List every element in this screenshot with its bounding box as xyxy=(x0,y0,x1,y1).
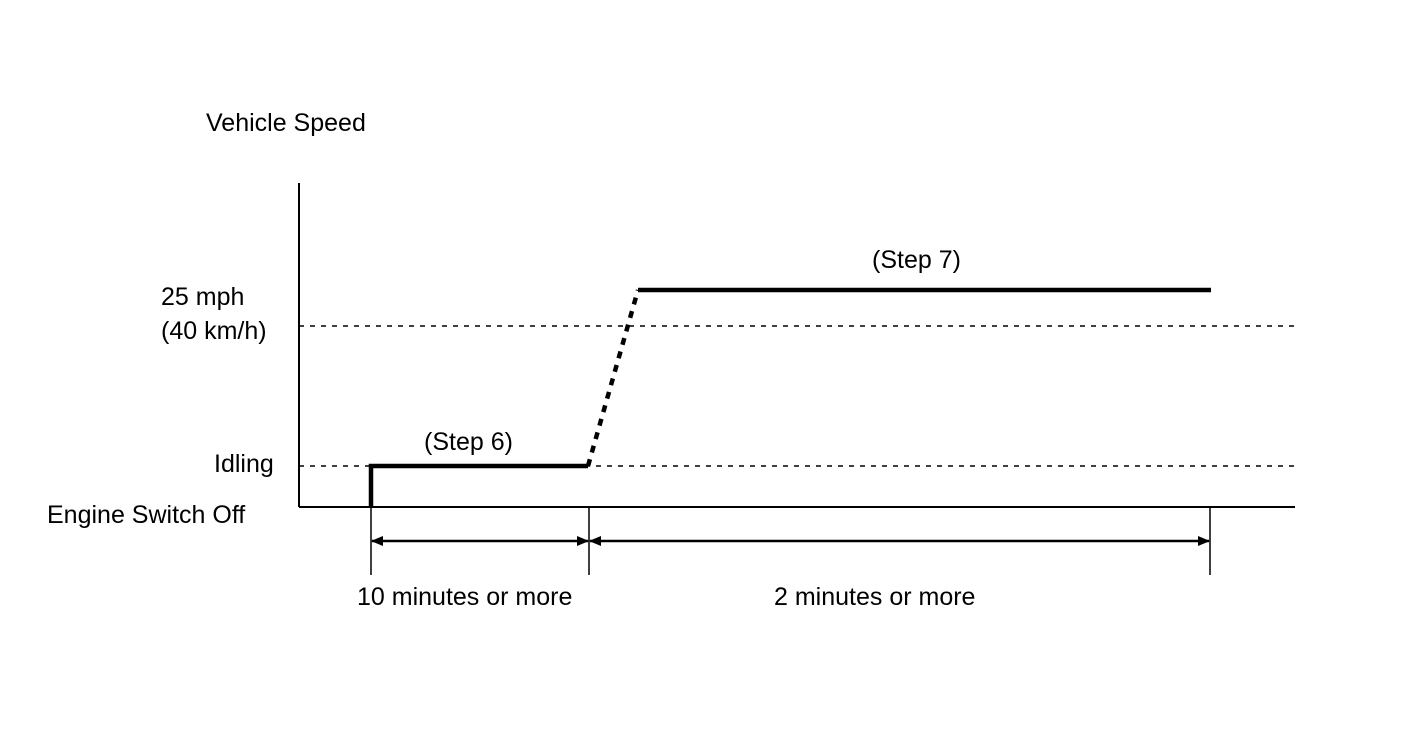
speed-label-kmh: (40 km/h) xyxy=(161,317,267,345)
idling-segment xyxy=(368,463,588,507)
idling-label: Idling xyxy=(214,450,274,478)
engine-off-label: Engine Switch Off xyxy=(47,501,245,529)
y-axis-title: Vehicle Speed xyxy=(206,109,366,137)
speed-label-mph: 25 mph xyxy=(161,283,244,311)
step6-label: (Step 6) xyxy=(424,428,513,456)
duration-label-first: 10 minutes or more xyxy=(357,583,572,611)
acceleration-dotted-segment xyxy=(585,289,641,467)
step7-label: (Step 7) xyxy=(872,246,961,274)
duration-label-second: 2 minutes or more xyxy=(774,583,975,611)
